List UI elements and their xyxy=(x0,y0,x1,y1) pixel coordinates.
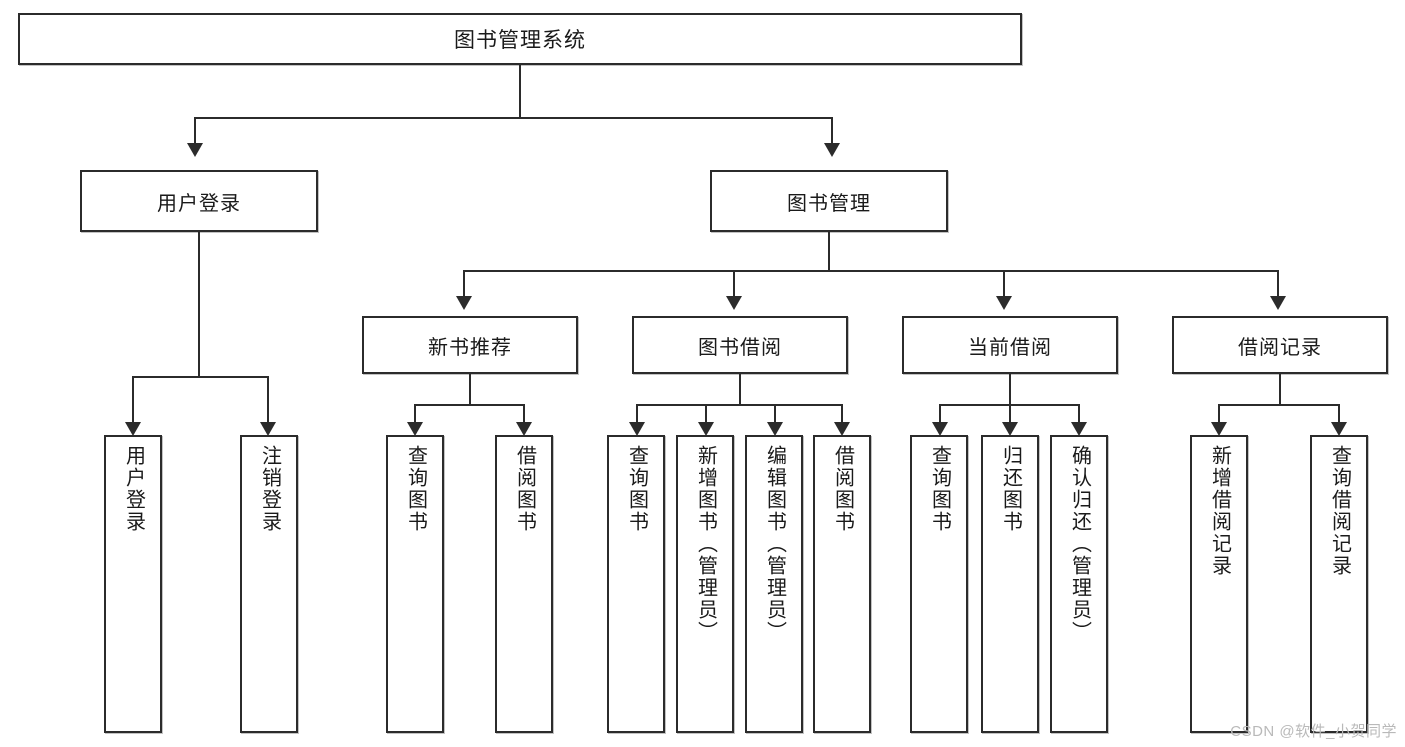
node-user-login[interactable]: 用户登录 xyxy=(80,170,318,232)
leaf-book-borrow-1[interactable]: 查询图书 xyxy=(607,435,665,733)
leaf-current-borrow-1[interactable]: 查询图书 xyxy=(910,435,968,733)
connector-new-book-bus xyxy=(414,404,524,406)
connector-borrow-record-drop-1 xyxy=(1218,404,1220,424)
connector-root-bus xyxy=(194,117,833,119)
arrow-borrow-record-leaf-1 xyxy=(1211,422,1227,436)
connector-book-mgmt-drop-4 xyxy=(1277,270,1279,298)
node-label: 图书借阅 xyxy=(698,336,782,359)
connector-user-login-drop-2 xyxy=(267,376,269,424)
connector-root-to-book-mgmt xyxy=(831,117,833,145)
arrow-book-borrow-leaf-4 xyxy=(834,422,850,436)
connector-user-login-bus xyxy=(132,376,268,378)
leaf-current-borrow-2[interactable]: 归还图书 xyxy=(981,435,1039,733)
leaf-borrow-record-1[interactable]: 新增借阅记录 xyxy=(1190,435,1248,733)
node-label: 查询图书 xyxy=(404,445,427,533)
leaf-borrow-record-2[interactable]: 查询借阅记录 xyxy=(1310,435,1368,733)
node-label: 新增借阅记录 xyxy=(1208,445,1231,577)
arrow-root-to-book-mgmt xyxy=(824,143,840,157)
arrow-current-borrow-leaf-2 xyxy=(1002,422,1018,436)
leaf-current-borrow-3[interactable]: 确认归还（管理员） xyxy=(1050,435,1108,733)
connector-book-mgmt-bus xyxy=(463,270,1279,272)
node-new-book-recommend[interactable]: 新书推荐 xyxy=(362,316,578,374)
connector-book-mgmt-drop-2 xyxy=(733,270,735,298)
leaf-book-borrow-2[interactable]: 新增图书（管理员） xyxy=(676,435,734,733)
node-current-borrow[interactable]: 当前借阅 xyxy=(902,316,1118,374)
node-label: 借阅图书 xyxy=(831,445,854,533)
node-label: 新增图书（管理员） xyxy=(694,445,717,643)
leaf-book-borrow-3[interactable]: 编辑图书（管理员） xyxy=(745,435,803,733)
node-label: 用户登录 xyxy=(122,445,145,533)
arrow-to-book-borrow xyxy=(726,296,742,310)
node-label: 借阅记录 xyxy=(1238,336,1322,359)
connector-user-login-stem xyxy=(198,232,200,377)
connector-book-mgmt-drop-3 xyxy=(1003,270,1005,298)
connector-current-borrow-drop-3 xyxy=(1078,404,1080,424)
arrow-current-borrow-leaf-3 xyxy=(1071,422,1087,436)
arrow-book-borrow-leaf-2 xyxy=(698,422,714,436)
arrow-user-login-to-leaf-2 xyxy=(260,422,276,436)
arrow-user-login-to-leaf-1 xyxy=(125,422,141,436)
leaf-new-book-1[interactable]: 查询图书 xyxy=(386,435,444,733)
connector-current-borrow-drop-1 xyxy=(939,404,941,424)
node-label: 图书管理 xyxy=(787,192,871,215)
connector-new-book-stem xyxy=(469,374,471,405)
connector-new-book-drop-2 xyxy=(523,404,525,424)
arrow-borrow-record-leaf-2 xyxy=(1331,422,1347,436)
connector-root-stem xyxy=(519,65,521,118)
connector-borrow-record-bus xyxy=(1218,404,1340,406)
connector-new-book-drop-1 xyxy=(414,404,416,424)
connector-book-borrow-drop-3 xyxy=(774,404,776,424)
connector-book-borrow-drop-2 xyxy=(705,404,707,424)
node-label: 用户登录 xyxy=(157,192,241,215)
node-label: 注销登录 xyxy=(258,445,281,533)
connector-user-login-drop-1 xyxy=(132,376,134,424)
leaf-book-borrow-4[interactable]: 借阅图书 xyxy=(813,435,871,733)
leaf-new-book-2[interactable]: 借阅图书 xyxy=(495,435,553,733)
arrow-new-book-leaf-2 xyxy=(516,422,532,436)
arrow-book-borrow-leaf-1 xyxy=(629,422,645,436)
node-label: 归还图书 xyxy=(999,445,1022,533)
node-label: 当前借阅 xyxy=(968,336,1052,359)
node-label: 确认归还（管理员） xyxy=(1068,445,1091,643)
arrow-root-to-user-login xyxy=(187,143,203,157)
arrow-to-new-book-recommend xyxy=(456,296,472,310)
arrow-book-borrow-leaf-3 xyxy=(767,422,783,436)
node-label: 新书推荐 xyxy=(428,336,512,359)
connector-root-to-user-login xyxy=(194,117,196,145)
node-borrow-record[interactable]: 借阅记录 xyxy=(1172,316,1388,374)
arrow-current-borrow-leaf-1 xyxy=(932,422,948,436)
connector-current-borrow-drop-2 xyxy=(1009,404,1011,424)
node-label: 查询图书 xyxy=(625,445,648,533)
node-label: 查询图书 xyxy=(928,445,951,533)
node-label: 编辑图书（管理员） xyxy=(763,445,786,643)
arrow-new-book-leaf-1 xyxy=(407,422,423,436)
connector-borrow-record-stem xyxy=(1279,374,1281,405)
watermark-text: CSDN @软件_小贺同学 xyxy=(1230,723,1397,740)
node-label: 图书管理系统 xyxy=(454,29,586,52)
connector-book-borrow-drop-4 xyxy=(841,404,843,424)
connector-borrow-record-drop-2 xyxy=(1338,404,1340,424)
leaf-user-login-2[interactable]: 注销登录 xyxy=(240,435,298,733)
node-label: 查询借阅记录 xyxy=(1328,445,1351,577)
node-root-system[interactable]: 图书管理系统 xyxy=(18,13,1022,65)
arrow-to-current-borrow xyxy=(996,296,1012,310)
connector-book-borrow-bus xyxy=(636,404,842,406)
arrow-to-borrow-record xyxy=(1270,296,1286,310)
leaf-user-login-1[interactable]: 用户登录 xyxy=(104,435,162,733)
node-label: 借阅图书 xyxy=(513,445,536,533)
node-book-borrow[interactable]: 图书借阅 xyxy=(632,316,848,374)
connector-book-borrow-drop-1 xyxy=(636,404,638,424)
connector-current-borrow-stem xyxy=(1009,374,1011,405)
connector-book-mgmt-stem xyxy=(828,232,830,271)
connector-book-mgmt-drop-1 xyxy=(463,270,465,298)
connector-book-borrow-stem xyxy=(739,374,741,405)
node-book-management[interactable]: 图书管理 xyxy=(710,170,948,232)
